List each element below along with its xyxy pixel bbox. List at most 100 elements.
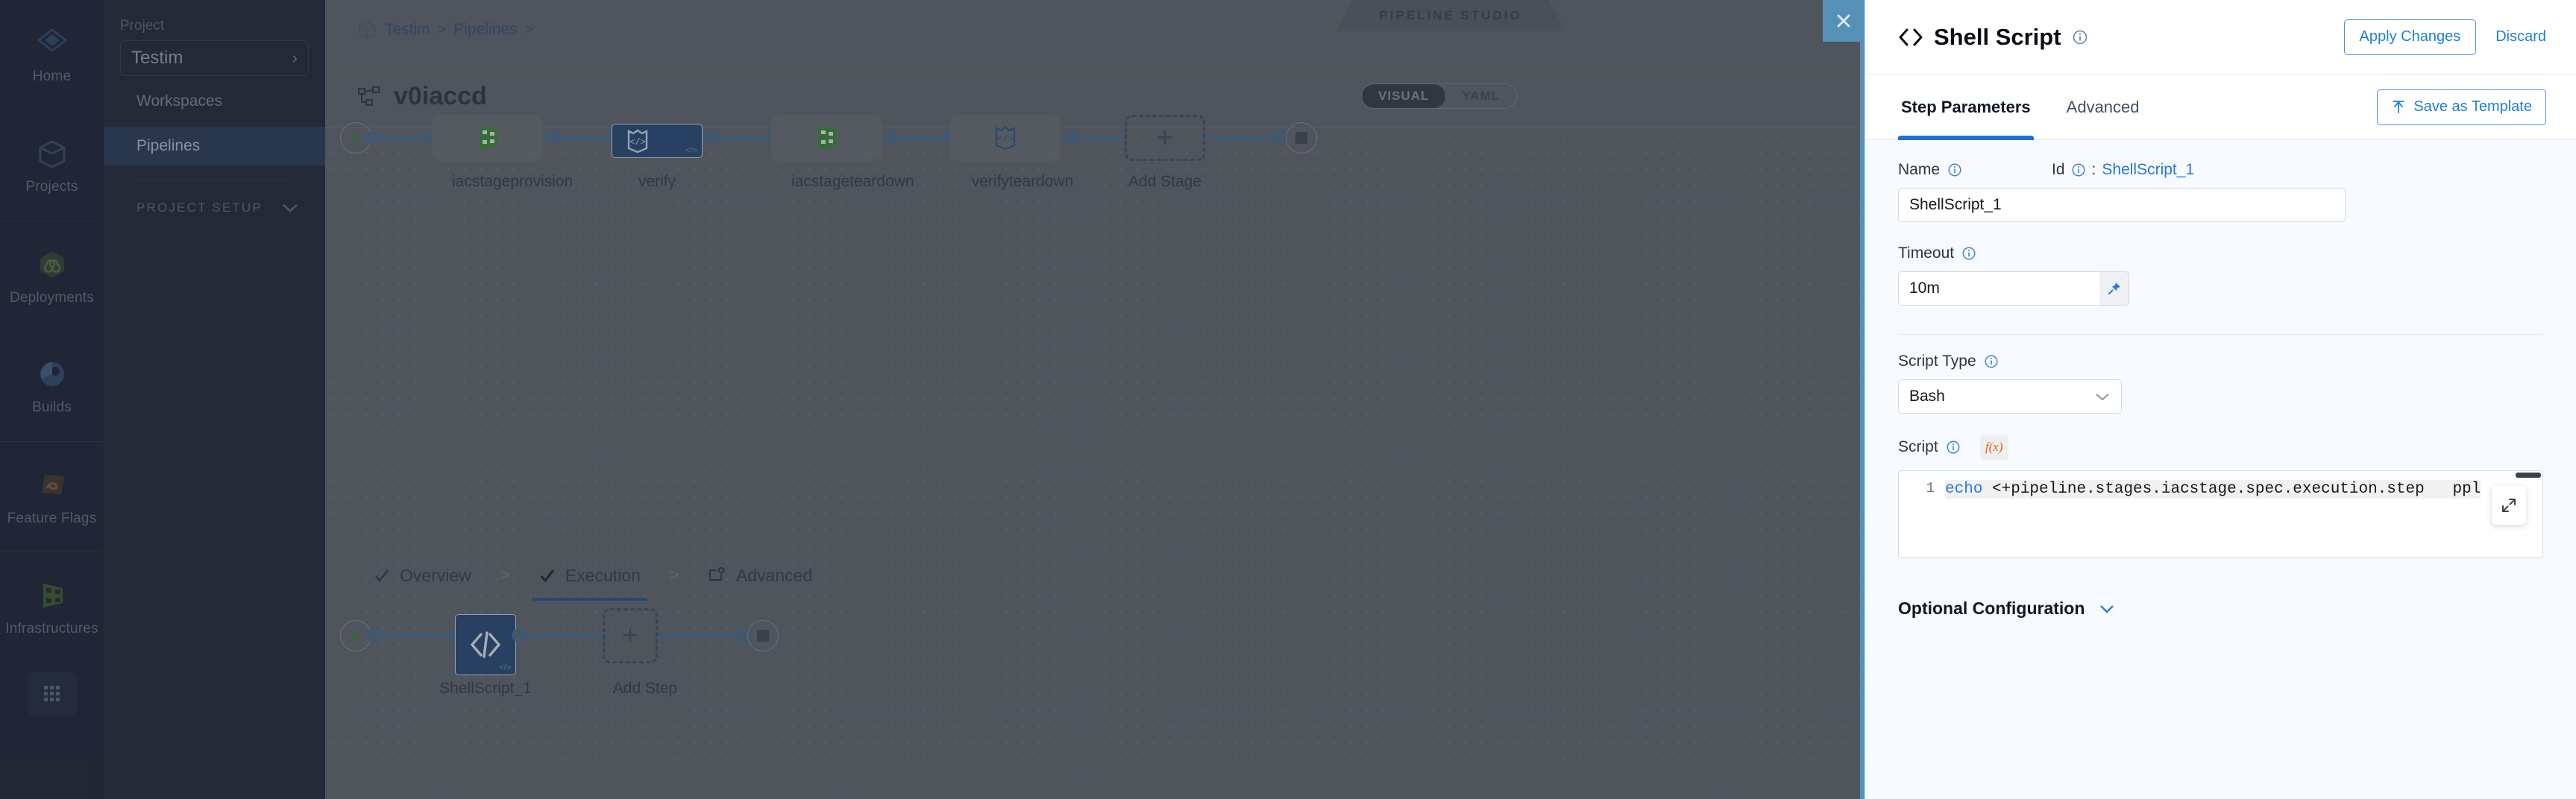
- id-row: Id : ShellScript_1: [2052, 161, 2194, 179]
- tab-advanced[interactable]: Advanced: [2064, 75, 2143, 140]
- stage-connector-line: [893, 136, 947, 139]
- info-icon[interactable]: [1961, 246, 1976, 261]
- info-icon[interactable]: [2072, 29, 2088, 45]
- sidebar-divider: [136, 179, 292, 180]
- pin-icon: [2108, 282, 2120, 294]
- tab-overview[interactable]: Overview: [356, 550, 488, 601]
- stage-node-verifyteardown[interactable]: </> </>: [950, 115, 1061, 161]
- rail-item-projects[interactable]: Projects: [0, 110, 104, 221]
- box-icon: [39, 140, 65, 168]
- code-line: echo <+pipeline.stages.iacstage.spec.exe…: [1945, 480, 2481, 499]
- rail-item-feature-flags[interactable]: Feature Flags: [0, 441, 104, 552]
- project-name: Testim: [131, 48, 183, 68]
- stage-node-iacstageteardown[interactable]: </>: [771, 115, 882, 161]
- stage-node-iacstageprovision[interactable]: </>: [433, 115, 543, 161]
- sidebar-item-pipelines[interactable]: Pipelines: [104, 127, 325, 165]
- pipeline-title-bar: v0iaccd VISUAL YAML: [325, 66, 2576, 128]
- stage-label: iacstageteardown: [791, 173, 914, 190]
- script-type-select[interactable]: Bash: [1898, 379, 2122, 414]
- sidebar-item-workspaces[interactable]: Workspaces: [104, 82, 325, 121]
- name-label: Name: [1898, 161, 1941, 178]
- breadcrumb-item-testim[interactable]: Testim: [385, 21, 430, 38]
- pipeline-graph-icon: [358, 86, 380, 106]
- script-type-value: Bash: [1909, 388, 1945, 405]
- breadcrumb: Testim > Pipelines >: [356, 19, 533, 40]
- play-icon: [352, 631, 360, 641]
- toggle-option-yaml[interactable]: YAML: [1462, 89, 1500, 103]
- stage-connector-line: [1205, 136, 1280, 139]
- advanced-gear-icon: [709, 566, 725, 581]
- pipeline-name: v0iaccd: [394, 82, 487, 110]
- infra-nodes-icon: [43, 583, 63, 607]
- flag-hex-icon: [41, 474, 64, 494]
- script-editor[interactable]: 1 echo <+pipeline.stages.iacstage.spec.e…: [1898, 470, 2543, 558]
- stage-connector-line: [555, 136, 609, 139]
- shield-code-icon: </>: [995, 126, 1016, 151]
- timeout-input-value: 10m: [1909, 280, 1940, 297]
- stage-node-verify[interactable]: </> </>: [612, 124, 703, 158]
- name-id-row: Name Id : ShellScript_1: [1898, 161, 2543, 179]
- infra-green-icon: [818, 126, 836, 150]
- save-template-label: Save as Template: [2413, 98, 2532, 115]
- expression-fx-button[interactable]: f(x): [1979, 435, 2008, 460]
- code-brackets-icon: [1899, 28, 1923, 45]
- close-drawer-button[interactable]: [1823, 0, 1865, 42]
- step-end-node[interactable]: [747, 620, 779, 651]
- optional-configuration-toggle[interactable]: Optional Configuration: [1898, 599, 2543, 619]
- project-sidebar: Project Testim › Workspaces Pipelines PR…: [104, 0, 325, 799]
- save-as-template-button[interactable]: Save as Template: [2377, 89, 2546, 125]
- apply-changes-button[interactable]: Apply Changes: [2343, 19, 2477, 55]
- name-input[interactable]: ShellScript_1: [1898, 188, 2346, 222]
- view-mode-toggle[interactable]: VISUAL YAML: [1361, 83, 1517, 109]
- check-icon: [540, 569, 554, 583]
- svg-text:</>: </>: [629, 137, 646, 148]
- tab-execution[interactable]: Execution: [522, 550, 657, 601]
- info-icon[interactable]: [2071, 162, 2086, 177]
- toggle-option-visual[interactable]: VISUAL: [1362, 84, 1446, 108]
- pin-button[interactable]: [2099, 271, 2129, 306]
- step-node-shellscript-1[interactable]: </>: [455, 614, 516, 675]
- svg-text:</>: </>: [997, 134, 1014, 145]
- add-step-button[interactable]: +: [603, 608, 658, 663]
- rail-item-label: Projects: [25, 179, 78, 195]
- timeout-input[interactable]: 10m: [1898, 271, 2099, 306]
- close-icon: [1837, 14, 1850, 28]
- infinity-hex-icon: [40, 250, 64, 278]
- add-step-label: Add Step: [612, 680, 678, 697]
- apps-grid-icon: [43, 686, 60, 701]
- breadcrumb-separator: >: [524, 21, 534, 38]
- info-icon[interactable]: [1947, 162, 1962, 177]
- check-icon: [375, 569, 389, 582]
- rail-item-deployments[interactable]: Deployments: [0, 221, 104, 331]
- pie-gear-icon: [40, 362, 64, 386]
- editor-scrollbar-thumb[interactable]: [2516, 473, 2541, 478]
- id-label: Id: [2052, 161, 2065, 178]
- sidebar-item-label: Workspaces: [136, 92, 223, 110]
- name-label-group: Name: [1898, 161, 1962, 179]
- apps-grid-button[interactable]: [27, 672, 77, 716]
- tab-step-parameters[interactable]: Step Parameters: [1898, 75, 2034, 140]
- pencil-icon[interactable]: [499, 86, 521, 108]
- rail-item-infrastructures[interactable]: Infrastructures: [0, 552, 104, 662]
- editor-code-area[interactable]: echo <+pipeline.stages.iacstage.spec.exe…: [1945, 471, 2542, 558]
- project-setup-section[interactable]: PROJECT SETUP: [104, 193, 325, 223]
- discard-button[interactable]: Discard: [2495, 28, 2546, 45]
- tab-separator: >: [499, 565, 510, 585]
- stage-end-node[interactable]: [1286, 122, 1317, 154]
- tab-separator: >: [668, 565, 679, 585]
- rail-item-builds[interactable]: Builds: [0, 331, 104, 441]
- info-icon[interactable]: [1984, 354, 1999, 369]
- rail-item-home[interactable]: Home: [0, 0, 104, 110]
- pipeline-studio-badge: PIPELINE STUDIO: [1336, 0, 1565, 31]
- breadcrumb-item-pipelines[interactable]: Pipelines: [453, 21, 518, 38]
- stage-badge: </>: [685, 146, 697, 155]
- shield-code-icon: </>: [627, 129, 648, 154]
- tab-label: Execution: [565, 565, 641, 585]
- info-icon[interactable]: [1946, 440, 1961, 455]
- drawer-body: Name Id : ShellScript_1 ShellScript_1: [1865, 140, 2576, 799]
- drawer-tab-bar: Step Parameters Advanced Save as Templat…: [1865, 75, 2576, 140]
- expand-editor-button[interactable]: [2492, 486, 2526, 525]
- add-stage-button[interactable]: +: [1125, 115, 1205, 161]
- project-selector[interactable]: Testim ›: [120, 40, 309, 76]
- tab-advanced[interactable]: Advanced: [691, 550, 829, 601]
